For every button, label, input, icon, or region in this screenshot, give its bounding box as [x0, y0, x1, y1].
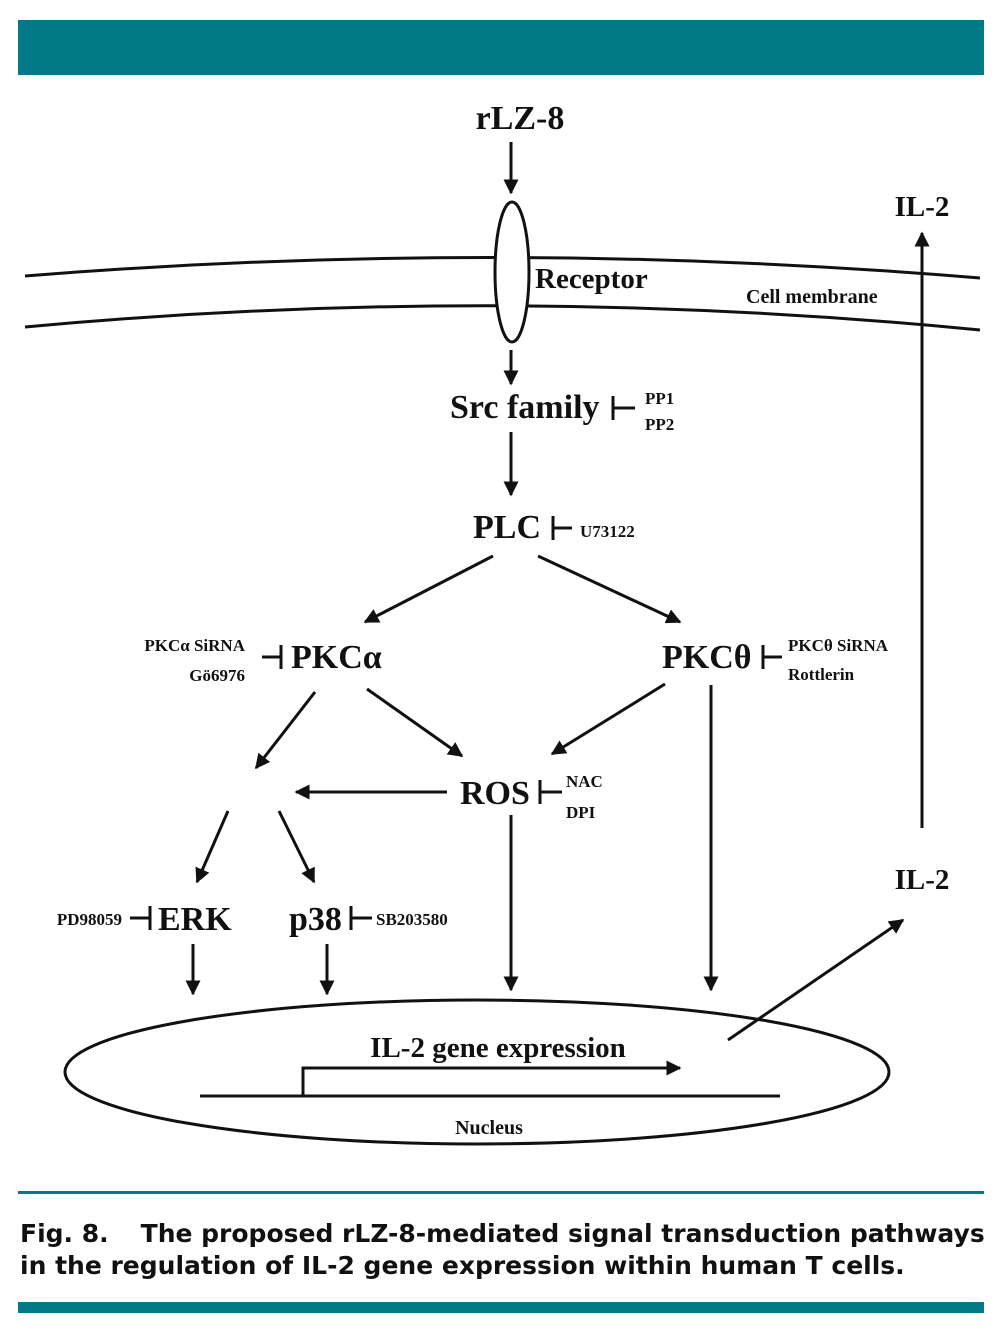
footer-rule [18, 1302, 984, 1313]
figure-label: Fig. 8. [20, 1219, 109, 1248]
membrane-label: Cell membrane [746, 286, 878, 308]
ligand-label: rLZ-8 [476, 100, 565, 137]
arrow-plc-pkct [537, 554, 682, 624]
p38-label: p38 [289, 901, 342, 938]
arrow-pkct-ros [550, 682, 666, 756]
arrow-plc-pkca [363, 554, 494, 624]
nucleus-shape [63, 998, 891, 1146]
pkct-sirna-label: PKCθ SiRNA [788, 636, 889, 655]
pd98059-label: PD98059 [57, 910, 122, 929]
ros-label: ROS [460, 775, 530, 812]
signal-pathway-diagram: rLZ-8 Receptor Cell membrane IL-2 Src fa… [24, 100, 981, 1146]
erk-label: ERK [158, 901, 232, 938]
inhibitor-bars [130, 396, 782, 930]
sb203580-label: SB203580 [376, 910, 448, 929]
header-banner [18, 20, 984, 75]
arrow-branch-erk [195, 810, 230, 884]
rottlerin-label: Rottlerin [788, 665, 855, 684]
plc-label: PLC [473, 509, 541, 546]
dpi-label: DPI [566, 803, 596, 822]
arrow-nucleus-il2 [727, 918, 905, 1042]
pp2-label: PP2 [645, 415, 674, 434]
pp1-label: PP1 [645, 389, 674, 408]
figure-caption: Fig. 8.The proposed rLZ-8-mediated signa… [20, 1218, 990, 1282]
caption-text: The proposed rLZ-8-mediated signal trans… [20, 1219, 985, 1280]
u73122-label: U73122 [580, 522, 635, 541]
go6976-label: Gö6976 [189, 666, 245, 685]
pkca-label: PKCα [291, 639, 382, 676]
arrow-pkca-ros [366, 687, 464, 758]
receptor-shape [493, 200, 531, 344]
pkct-label: PKCθ [662, 639, 752, 676]
il2-gene [200, 1060, 780, 1098]
pkca-sirna-label: PKCα SiRNA [144, 636, 245, 655]
nac-label: NAC [566, 772, 603, 791]
il2-secreted-label: IL-2 [895, 191, 950, 223]
src-family-label: Src family [450, 389, 600, 426]
nucleus-label: Nucleus [455, 1117, 523, 1139]
il2-produced-label: IL-2 [895, 864, 950, 896]
gene-expression-label: IL-2 gene expression [370, 1032, 626, 1064]
arrow-branch-p38 [277, 810, 316, 884]
receptor-label: Receptor [535, 263, 648, 295]
pathway-arrows [185, 142, 930, 1042]
caption-top-rule [18, 1191, 984, 1194]
arrow-pkca-branch [254, 691, 317, 770]
